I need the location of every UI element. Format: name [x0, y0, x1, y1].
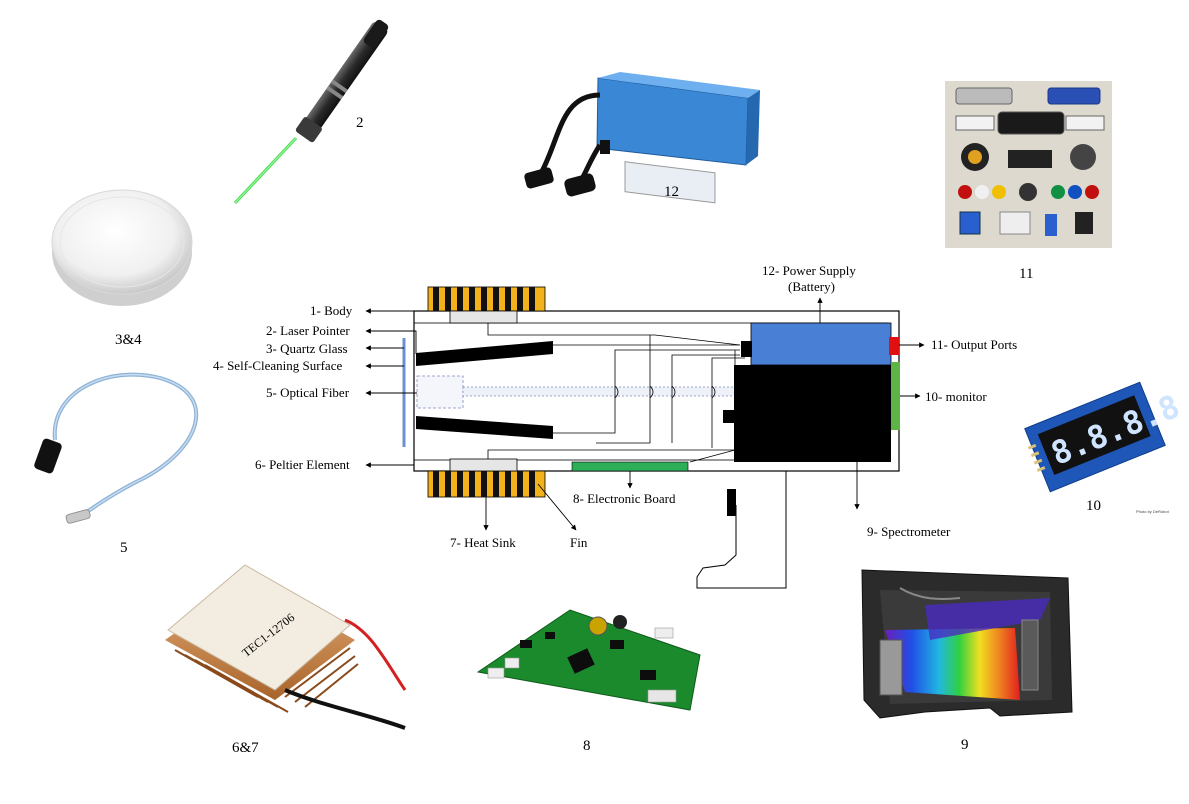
display-credit: Photo by DeRobot: [1136, 509, 1170, 514]
display-module-photo: 8.8.8.8 Photo by DeRobot 10: [1024, 381, 1185, 514]
caption-display: 10: [1086, 498, 1101, 514]
caption-peltier: 6&7: [232, 740, 259, 756]
top-peltier-element: [449, 310, 518, 324]
caption-output-ports: 11: [1019, 266, 1033, 282]
label-heat-sink: 7- Heat Sink: [450, 535, 516, 550]
device-handle: [696, 471, 787, 589]
lower-laser-pointer: [416, 416, 553, 439]
internal-wires: [487, 323, 745, 463]
label-peltier-element: 6- Peltier Element: [255, 457, 350, 472]
callout-arrows: [365, 297, 925, 531]
battery-power-supply: [750, 322, 892, 366]
caption-spectrometer: 9: [961, 737, 969, 753]
label-battery: (Battery): [788, 279, 835, 294]
caption-electronic-board: 8: [583, 738, 591, 754]
monitor-block: [891, 362, 900, 430]
optical-fiber-line: [462, 386, 736, 397]
label-spectrometer: 9- Spectrometer: [867, 524, 951, 539]
battery-terminal: [741, 341, 752, 357]
schematic: 1- Body 2- Laser Pointer 3- Quartz Glass…: [213, 263, 1017, 589]
label-electronic-board: 8- Electronic Board: [573, 491, 676, 506]
electronic-board: [571, 461, 689, 472]
label-quartz-glass: 3- Quartz Glass: [266, 341, 348, 356]
label-optical-fiber: 5- Optical Fiber: [266, 385, 350, 400]
optical-fiber-photo: 5: [34, 372, 199, 556]
bottom-heat-sink: [427, 470, 546, 498]
upper-laser-pointer: [416, 341, 553, 366]
spectrometer-terminal: [723, 410, 734, 423]
battery-photo: 12: [524, 72, 760, 204]
top-heat-sink: [427, 286, 546, 312]
bottom-peltier-element: [449, 458, 518, 472]
laser-pointer-photo: 2: [233, 19, 389, 205]
label-laser-pointer: 2- Laser Pointer: [266, 323, 350, 338]
label-output-ports: 11- Output Ports: [931, 337, 1017, 352]
quartz-glass-photo: 3&4: [51, 189, 193, 348]
label-fin: Fin: [570, 535, 588, 550]
label-body: 1- Body: [310, 303, 353, 318]
label-monitor: 10- monitor: [925, 389, 987, 404]
caption-laser-pointer: 2: [356, 115, 364, 131]
label-power-supply: 12- Power Supply: [762, 263, 856, 278]
caption-battery: 12: [664, 184, 679, 200]
spectrometer-photo: 9: [861, 569, 1073, 753]
caption-optical-fiber: 5: [120, 540, 128, 556]
output-port-block: [889, 337, 899, 355]
output-ports-photo: 11: [945, 81, 1112, 282]
peltier-heatsink-photo: TEC1-12706 6&7: [165, 564, 407, 756]
spectrometer-block: [734, 365, 891, 462]
caption-quartz-glass: 3&4: [115, 332, 142, 348]
label-self-cleaning-surface: 4- Self-Cleaning Surface: [213, 358, 342, 373]
fiber-connector: [416, 375, 464, 409]
electronic-board-photo: 8: [476, 609, 701, 754]
